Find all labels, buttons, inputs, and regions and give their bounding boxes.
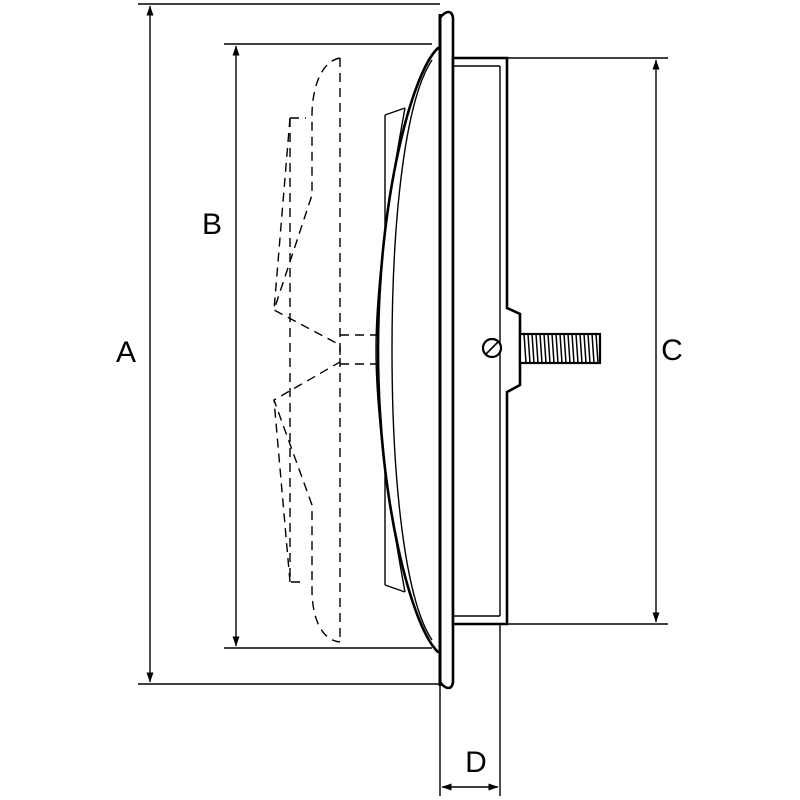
dimension-label-b: B [202,208,222,241]
bolt-thread [583,333,587,364]
flange [438,10,455,690]
bolt-thread [571,333,575,364]
dimension-label-a: A [116,336,136,369]
dimension-d: D [441,746,499,791]
bolt-thread [531,333,535,364]
bolt-thread [535,333,539,364]
bolt-thread [563,333,567,364]
bolt-thread [575,333,579,364]
bolt-icon [518,332,602,365]
bolt-thread [579,333,583,364]
bolt-thread [559,333,563,364]
bolt-thread [539,333,543,364]
bolt-thread [567,333,571,364]
extension-lines [138,3,668,796]
bolt-thread [555,333,559,364]
bolt-thread [523,333,527,364]
hidden-louver-contour [273,57,341,643]
bolt-thread [527,333,531,364]
screw-hole-icon [481,337,503,359]
bolt-thread [587,333,591,364]
bolt-thread [547,333,551,364]
bolt-thread [543,333,547,364]
dimension-label-c: C [661,334,683,367]
dimension-label-d: D [465,746,487,779]
cover-plate [376,46,442,654]
bolt-thread [595,333,599,364]
bolt-thread [551,333,555,364]
dimension-c: C [652,59,683,623]
dimension-b: B [202,45,240,647]
dimension-a: A [116,5,154,683]
bolt-thread [591,333,595,364]
